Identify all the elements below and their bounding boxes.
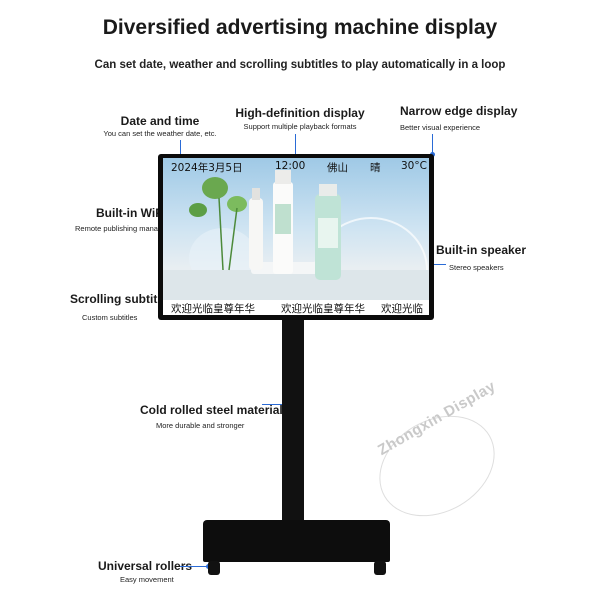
screen-city: 佛山 (327, 162, 348, 174)
callout-steel-sub: More durable and stronger (156, 421, 245, 430)
scrolling-subtitle-bar: 欢迎光临皇尊年华 欢迎光临皇尊年华 欢迎光临 (163, 300, 429, 315)
callout-subtitles-sub: Custom subtitles (82, 313, 138, 322)
stand-base (203, 520, 390, 562)
callout-rollers-line (180, 566, 208, 567)
screen-temperature: 30°C (401, 160, 427, 172)
callout-rollers-label: Universal rollers (98, 559, 193, 573)
callout-narrow-edge-label: Narrow edge display (400, 104, 518, 118)
callout-hd-display-label: High-definition display (235, 106, 365, 120)
ticker-item: 欢迎光临 (381, 303, 423, 315)
page-subtitle: Can set date, weather and scrolling subt… (94, 59, 506, 71)
ticker-item: 欢迎光临皇尊年华 (171, 303, 255, 315)
callout-subtitles-label: Scrolling subtitles (70, 292, 175, 306)
callout-steel-line (262, 404, 286, 405)
ticker-item: 欢迎光临皇尊年华 (281, 303, 365, 315)
screen-date: 2024年3月5日 (171, 162, 243, 174)
callout-wifi-label: Built-in WiFi (96, 206, 166, 220)
callout-hd-display-sub: Support multiple playback formats (243, 122, 357, 131)
screen-time: 12:00 (275, 160, 306, 172)
monitor-screen: 2024年3月5日 12:00 佛山 晴 30°C 欢迎光临皇尊年华 欢迎光临皇… (163, 158, 429, 315)
callout-wifi-sub: Remote publishing management (75, 224, 183, 233)
screen-info-bar: 2024年3月5日 12:00 佛山 晴 30°C (163, 158, 429, 176)
callout-narrow-edge-line (432, 134, 433, 156)
callout-date-time-line (180, 140, 181, 164)
page-title: Diversified advertising machine display (102, 16, 498, 39)
wheel-left (208, 561, 220, 575)
callout-speaker-sub: Stereo speakers (449, 263, 504, 272)
callout-speaker-label: Built-in speaker (436, 243, 527, 257)
wheel-right (374, 561, 386, 575)
callout-narrow-edge-sub: Better visual experience (400, 123, 481, 132)
callout-rollers-sub: Easy movement (120, 575, 174, 584)
stand-pole (282, 320, 304, 522)
screen-weather: 晴 (370, 162, 381, 174)
callout-steel-label: Cold rolled steel material (140, 403, 283, 417)
callout-date-time-label: Date and time (120, 114, 200, 128)
callout-date-time-sub: You can set the weather date, etc. (103, 129, 217, 138)
product-scene (163, 170, 429, 315)
